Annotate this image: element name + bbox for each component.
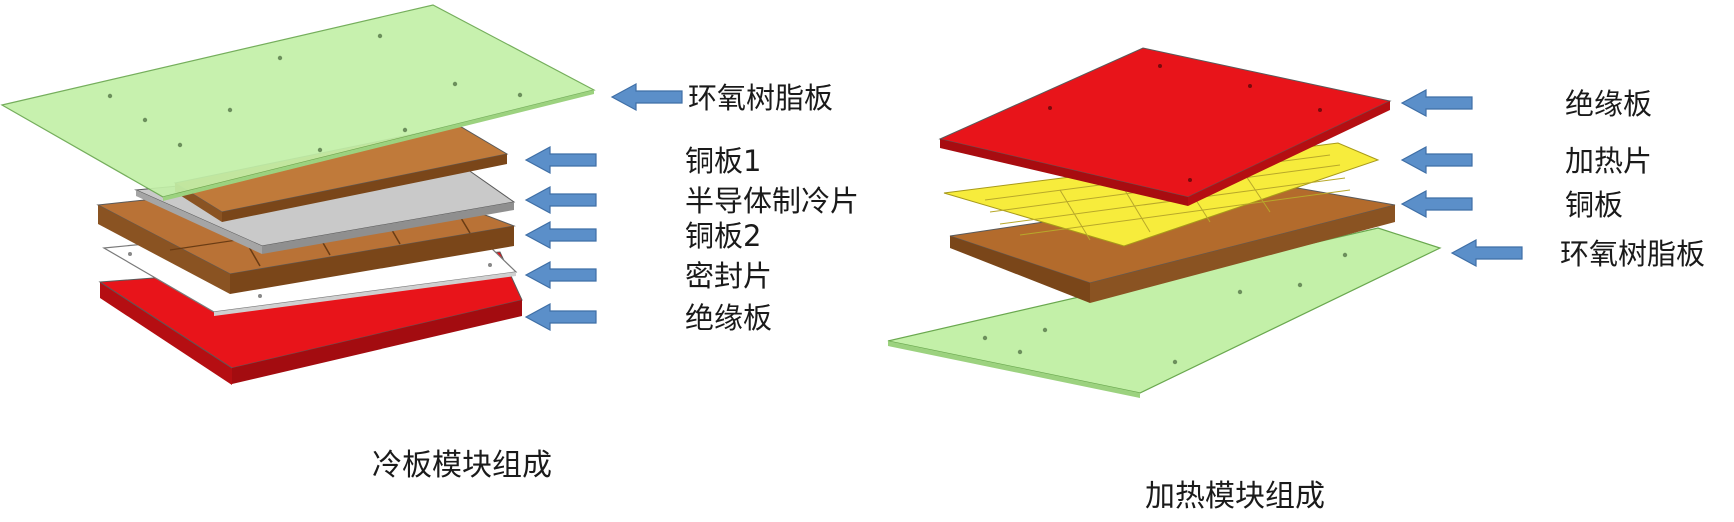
heating-module: 绝缘板 加热片 铜板 环氧树脂板 加热模块组成 [888,48,1705,514]
arrow-left-icon [1402,147,1472,173]
arrow-left-icon [526,187,596,213]
arrow-left-icon [1402,90,1472,116]
cold-module-caption: 冷板模块组成 [372,448,552,483]
cold-label-copper1: 铜板1 [685,144,761,178]
cold-label-copper2: 铜板2 [685,219,761,253]
heat-label-epoxy: 环氧树脂板 [1560,237,1705,271]
arrow-left-icon [526,147,596,173]
arrow-left-icon [1402,191,1472,217]
arrow-left-icon [526,222,596,248]
heat-insulation-board [940,48,1390,206]
arrow-left-icon [1452,240,1522,266]
arrow-left-icon [526,262,596,288]
cold-label-arrows [526,84,682,330]
heat-label-heater: 加热片 [1565,144,1652,178]
cold-label-epoxy: 环氧树脂板 [688,81,833,115]
heat-label-arrows [1402,90,1522,266]
heat-label-copper: 铜板 [1565,188,1623,222]
cold-label-insulation: 绝缘板 [685,301,772,335]
arrow-left-icon [526,304,596,330]
arrow-left-icon [612,84,682,110]
cold-label-cooler: 半导体制冷片 [685,184,859,218]
heat-module-caption: 加热模块组成 [1145,479,1325,514]
cold-label-seal: 密封片 [685,259,772,293]
heat-label-insulation: 绝缘板 [1565,87,1652,121]
cold-plate-module: 环氧树脂板 铜板1 半导体制冷片 铜板2 密封片 绝缘板 冷板模块组成 [2,5,859,483]
